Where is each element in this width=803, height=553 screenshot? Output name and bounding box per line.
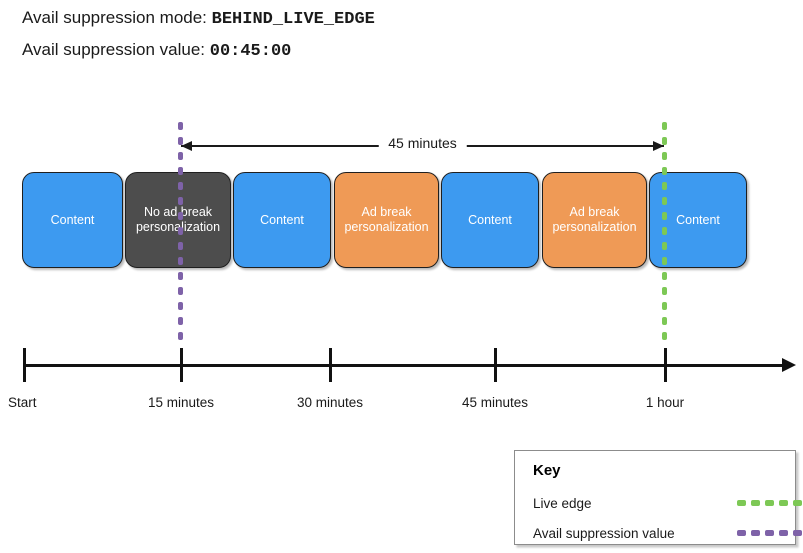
axis-tick <box>329 348 332 382</box>
axis-tick-label: 15 minutes <box>147 395 215 410</box>
timeline-segment-content: Content <box>441 172 539 268</box>
key-row: Avail suppression value <box>533 523 802 543</box>
avail-suppression-value-line: Avail suppression value: 00:45:00 <box>22 40 291 61</box>
key-dashed-line-swatch <box>737 530 803 536</box>
duration-measure-label: 45 minutes <box>378 135 467 151</box>
avail-suppression-marker <box>178 122 183 340</box>
timeline-segment-label: Content <box>676 212 720 227</box>
timeline-segment-label: Content <box>468 212 512 227</box>
avail-suppression-mode-label: Avail suppression mode: <box>22 8 207 27</box>
axis-tick-label: 30 minutes <box>296 395 364 410</box>
key-row: Live edge <box>533 493 802 513</box>
axis-tick <box>180 348 183 382</box>
timeline-segment-label: Ad break personalization <box>344 205 429 234</box>
time-axis-arrow-icon <box>782 358 796 372</box>
axis-tick-label: Start <box>8 395 37 410</box>
live-edge-marker <box>662 122 667 340</box>
timeline-segment-content: Content <box>233 172 331 268</box>
timeline-segment-label: Content <box>260 212 304 227</box>
avail-suppression-value-label: Avail suppression value: <box>22 40 206 59</box>
time-axis-line <box>24 364 788 367</box>
duration-measure: 45 minutes <box>181 135 664 157</box>
timeline-segment-ad-break: Ad break personalization <box>334 172 439 268</box>
axis-tick <box>664 348 667 382</box>
axis-tick <box>494 348 497 382</box>
axis-tick <box>23 348 26 382</box>
timeline-segment-label: Content <box>50 212 95 227</box>
avail-suppression-mode-line: Avail suppression mode: BEHIND_LIVE_EDGE <box>22 8 375 29</box>
avail-suppression-value-value: 00:45:00 <box>209 42 292 61</box>
avail-suppression-mode-value: BEHIND_LIVE_EDGE <box>211 10 375 29</box>
key-row-label: Live edge <box>533 495 592 511</box>
timeline-segment-ad-break: Ad break personalization <box>542 172 647 268</box>
key-row-label: Avail suppression value <box>533 525 675 541</box>
key-title: Key <box>533 462 561 479</box>
key-dashed-line-swatch <box>737 500 803 506</box>
timeline-segment-content: Content <box>22 172 123 268</box>
axis-tick-label: 1 hour <box>645 395 685 410</box>
timeline-segment-label: Ad break personalization <box>552 205 637 234</box>
axis-tick-label: 45 minutes <box>461 395 529 410</box>
